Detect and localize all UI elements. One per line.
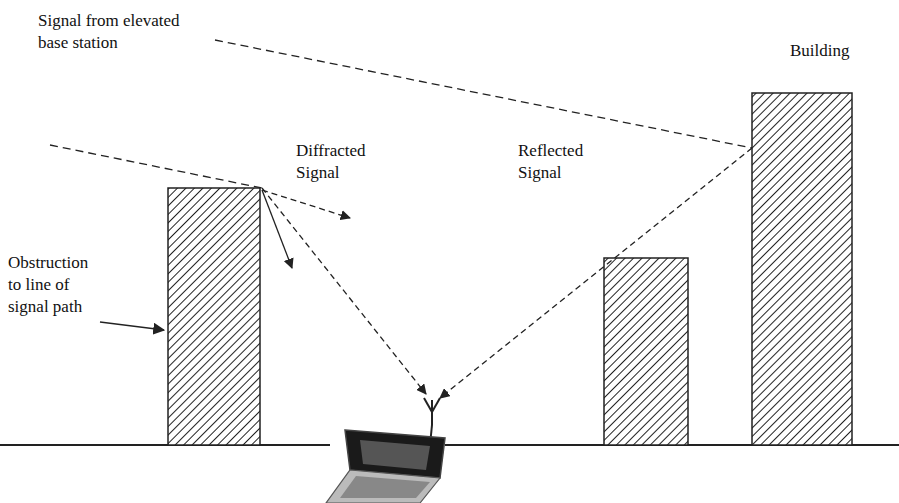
ground-line [0, 444, 330, 446]
incident-signal [215, 40, 752, 148]
reflected-ray [440, 148, 752, 398]
building-label: Building [790, 40, 880, 62]
diffracted-ray [262, 188, 426, 394]
incident-signal [50, 145, 262, 188]
signal-label: Signal from elevated base station [38, 10, 213, 54]
obstruction-building [168, 188, 260, 445]
diffracted-label: Diffracted Signal [296, 140, 386, 184]
diffracted-ray [262, 190, 350, 218]
laptop-icon [326, 430, 445, 503]
tall-building [752, 93, 852, 445]
reflected-label: Reflected Signal [518, 140, 608, 184]
diffracted-ray [262, 190, 292, 268]
obstruction-label: Obstruction to line of signal path [8, 252, 103, 318]
leader-arrow [100, 322, 164, 330]
small-building [604, 258, 688, 445]
